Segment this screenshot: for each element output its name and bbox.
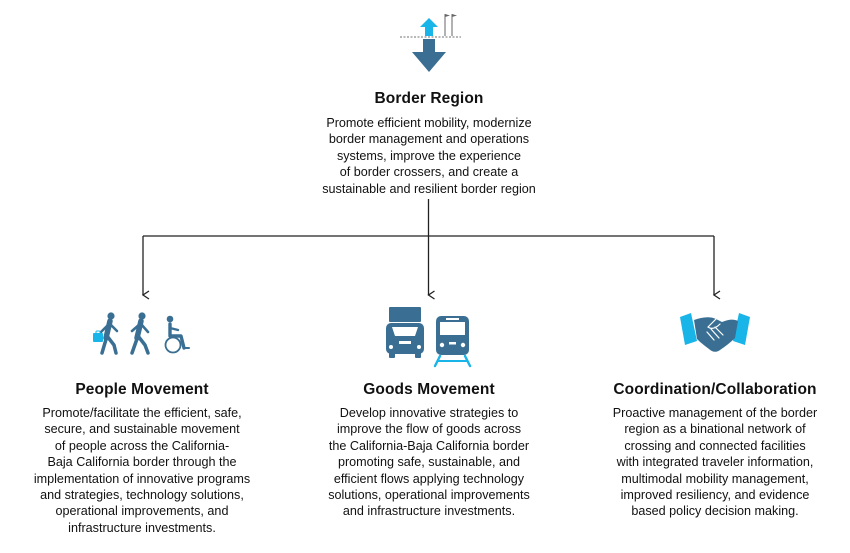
people-movement-title: People Movement xyxy=(75,381,209,398)
coordination-collaboration-description: Proactive management of the border regio… xyxy=(612,406,818,519)
goods-movement-description: Develop innovative strategies to improve… xyxy=(328,406,530,519)
border-region-description: Promote efficient mobility, modernize bo… xyxy=(322,116,536,196)
coordination-collaboration-title: Coordination/Collaboration xyxy=(613,381,817,398)
border-region-title: Border Region xyxy=(374,90,484,107)
goods-movement-title: Goods Movement xyxy=(363,381,495,398)
people-movement-description: Promote/facilitate the efficient, safe, … xyxy=(33,406,251,535)
